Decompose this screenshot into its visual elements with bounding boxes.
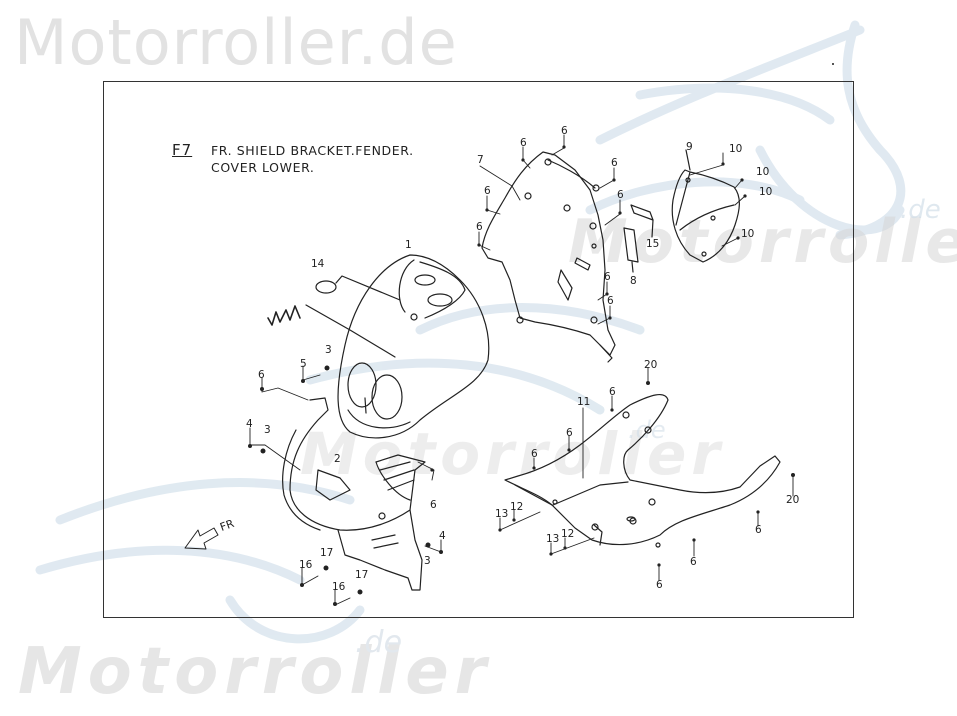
diagram-title-line1: FR. SHIELD BRACKET.FENDER.: [211, 143, 414, 158]
part-number-callout: 6: [755, 524, 762, 536]
part-number-callout: 12: [510, 501, 524, 513]
part-number-callout: 7: [477, 154, 484, 166]
watermark-middle-suffix: .de: [628, 416, 666, 444]
part-number-callout: 6: [561, 125, 568, 137]
part-lower-cover: [282, 397, 426, 591]
diagram-code: F7: [172, 141, 193, 159]
part-number-callout: 6: [611, 157, 618, 169]
scan-speck: [832, 63, 834, 65]
part-number-callout: 5: [300, 358, 307, 370]
watermark-bottom: Motorroller: [18, 635, 493, 709]
part-number-callout: 6: [531, 448, 538, 460]
part-number-callout: 15: [646, 238, 660, 250]
part-number-callout: 10: [741, 228, 755, 240]
part-number-callout: 17: [355, 569, 369, 581]
part-number-callout: 8: [630, 275, 637, 287]
part-number-callout: 6: [690, 556, 697, 568]
watermark-bottom-suffix: .de: [355, 625, 403, 660]
watermark-middle: Motorroller: [300, 420, 725, 488]
part-number-callout: 1: [405, 239, 412, 251]
part-number-callout: 6: [607, 295, 614, 307]
part-number-callout: 16: [299, 559, 313, 571]
part-number-callout: 12: [561, 528, 575, 540]
part-front-shield: [337, 254, 490, 439]
part-number-callout: 11: [577, 396, 591, 408]
part-number-callout: 3: [325, 344, 332, 356]
watermark-top: Motorroller.de: [14, 6, 458, 79]
part-number-callout: 6: [656, 579, 663, 591]
part-number-callout: 6: [617, 189, 624, 201]
part-number-callout: 10: [759, 186, 773, 198]
part-number-callout: 6: [609, 386, 616, 398]
part-number-callout: 6: [566, 427, 573, 439]
part-number-callout: 6: [258, 369, 265, 381]
part-number-callout: 6: [430, 499, 437, 511]
watermark-right: Motorroller: [568, 207, 957, 277]
diagram-title-line2: COVER LOWER.: [211, 160, 315, 175]
part-number-callout: 2: [334, 453, 341, 465]
part-number-callout: 4: [439, 530, 446, 542]
part-number-callout: 13: [546, 533, 560, 545]
part-number-callout: 14: [311, 258, 325, 270]
part-number-callout: 16: [332, 581, 346, 593]
watermark-right-suffix: .de: [900, 195, 941, 225]
part-number-callout: 6: [520, 137, 527, 149]
part-number-callout: 3: [424, 555, 431, 567]
part-side-cover: [671, 149, 740, 263]
part-number-callout: 13: [495, 508, 509, 520]
part-number-callout: 6: [484, 185, 491, 197]
part-number-callout: 17: [320, 547, 334, 559]
part-inner-shield: [481, 151, 616, 363]
diagram-frame: [103, 81, 854, 618]
part-number-callout: 10: [756, 166, 770, 178]
part-number-callout: 6: [476, 221, 483, 233]
part-number-callout: 6: [604, 271, 611, 283]
part-number-callout: 4: [246, 418, 253, 430]
part-number-callout: 20: [786, 494, 800, 506]
part-number-callout: 20: [644, 359, 658, 371]
part-number-callout: 10: [729, 143, 743, 155]
part-number-callout: 9: [686, 141, 693, 153]
part-number-callout: 3: [264, 424, 271, 436]
front-direction-arrow: [184, 527, 219, 550]
part-floor-fender: [504, 393, 781, 548]
